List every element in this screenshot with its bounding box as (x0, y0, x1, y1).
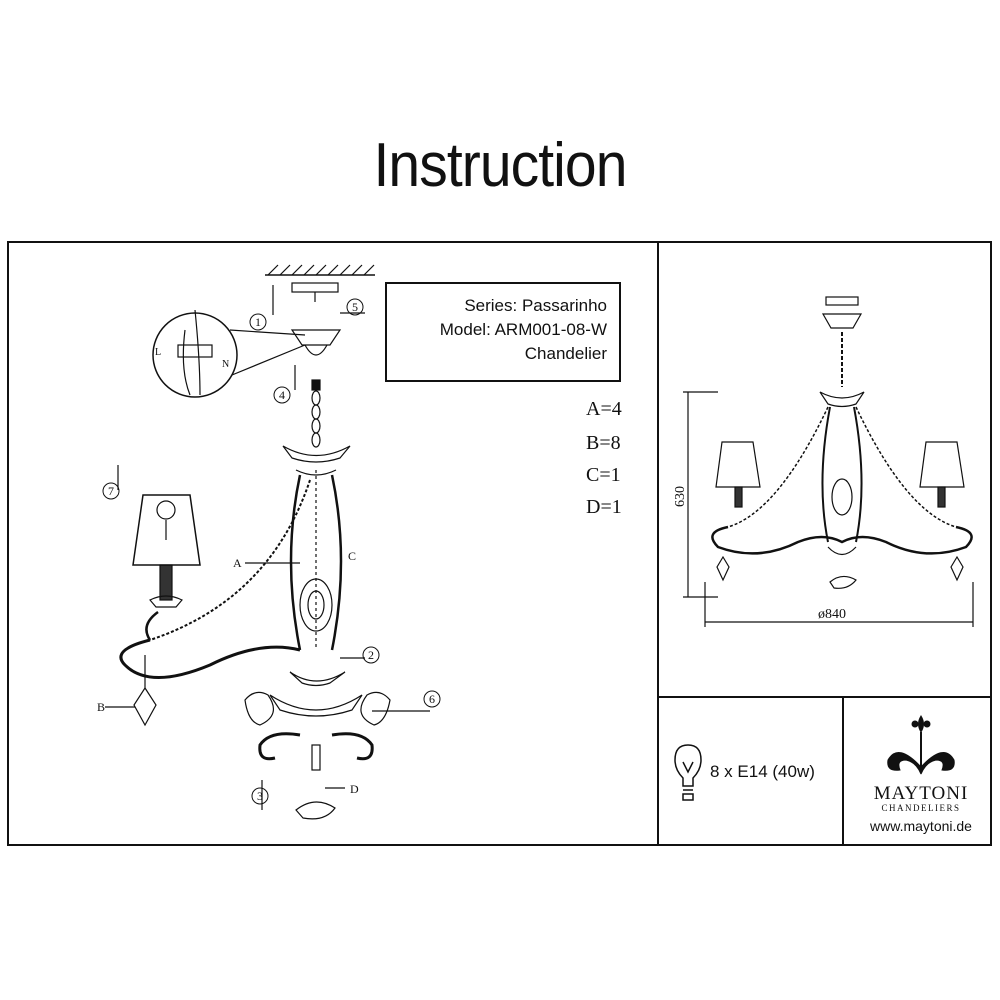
model-text: Model: ARM001-08-W (439, 320, 607, 339)
crystal-pendant (133, 686, 157, 727)
part-d-label: D (350, 782, 359, 796)
canopy (290, 329, 342, 346)
overview-bracket (825, 296, 859, 306)
step-6-marker (423, 690, 441, 708)
height-dimension: 630 (673, 486, 688, 507)
assembly-diagram: 1 2 3 4 5 6 7 A B C D L N (97, 264, 441, 820)
chain (311, 390, 321, 448)
outer-border (7, 241, 992, 846)
brand-tagline: CHANDELIERS (881, 803, 961, 813)
part-b-label: B (97, 700, 105, 714)
step-4-label: 4 (279, 388, 285, 402)
wiring-detail (152, 312, 238, 398)
step-4-marker (273, 386, 291, 404)
lightbulb-icon (674, 744, 702, 801)
brand-name: MAYTONI (873, 783, 969, 804)
step-2-label: 2 (368, 648, 374, 662)
central-frame (289, 474, 343, 651)
lower-stem (311, 744, 321, 771)
terminal-block (177, 344, 213, 358)
step-markers (102, 298, 441, 805)
series-text: Series: Passarinho (464, 296, 607, 315)
quantity-b: B=8 (586, 432, 621, 454)
arm (119, 638, 301, 679)
overview-shade-right (919, 441, 965, 488)
bobeche (149, 595, 183, 608)
model-info-box: Series: Passarinho Model: ARM001-08-W Ch… (385, 282, 621, 382)
step-5-label: 5 (352, 300, 358, 314)
quantity-a: A=4 (586, 398, 622, 420)
overview-drawing: 630 ø840 (673, 296, 974, 627)
chain-connector (311, 379, 321, 391)
upper-cup (282, 445, 351, 463)
lower-arm-right (331, 732, 374, 761)
step-1-marker (249, 313, 267, 331)
step-3-marker (251, 787, 269, 805)
step-5-marker (346, 298, 364, 316)
overview-bead-chains (727, 406, 957, 528)
overview-canopy (821, 313, 863, 329)
brand-url-link[interactable]: www.maytoni.de (870, 818, 972, 834)
main-bowl (269, 694, 363, 717)
lamp-shade (132, 494, 201, 566)
diameter-dimension: ø840 (818, 607, 846, 622)
mounting-bracket (291, 282, 339, 293)
bird-left (244, 691, 275, 726)
candle-socket (159, 564, 173, 601)
step-7-label: 7 (108, 484, 114, 498)
bulb-spec: 8 x E14 (40w) (710, 762, 815, 781)
live-wire-label: L (155, 347, 161, 358)
neutral-wire-label: N (222, 359, 229, 370)
quantity-c: C=1 (586, 464, 621, 486)
step-6-label: 6 (429, 692, 435, 706)
part-c-label: C (348, 549, 356, 563)
part-a-label: A (233, 556, 242, 570)
bead-chain (149, 479, 311, 641)
bird-right (360, 691, 391, 726)
page-title: Instruction (373, 131, 627, 200)
overview-shade-left (715, 441, 761, 488)
step-1-label: 1 (255, 315, 261, 329)
step-7-marker (102, 482, 120, 500)
step-3-label: 3 (257, 789, 263, 803)
ceiling-hatch (267, 264, 375, 276)
product-type-text: Chandelier (524, 344, 607, 363)
bulb (156, 500, 176, 520)
bird-bottom (295, 801, 336, 820)
step-2-marker (362, 646, 380, 664)
quantity-d: D=1 (586, 496, 622, 518)
overview-arms (711, 525, 973, 555)
lower-arm-left (258, 732, 301, 761)
lower-cup (289, 671, 346, 687)
maytoni-logo-icon (887, 715, 955, 775)
